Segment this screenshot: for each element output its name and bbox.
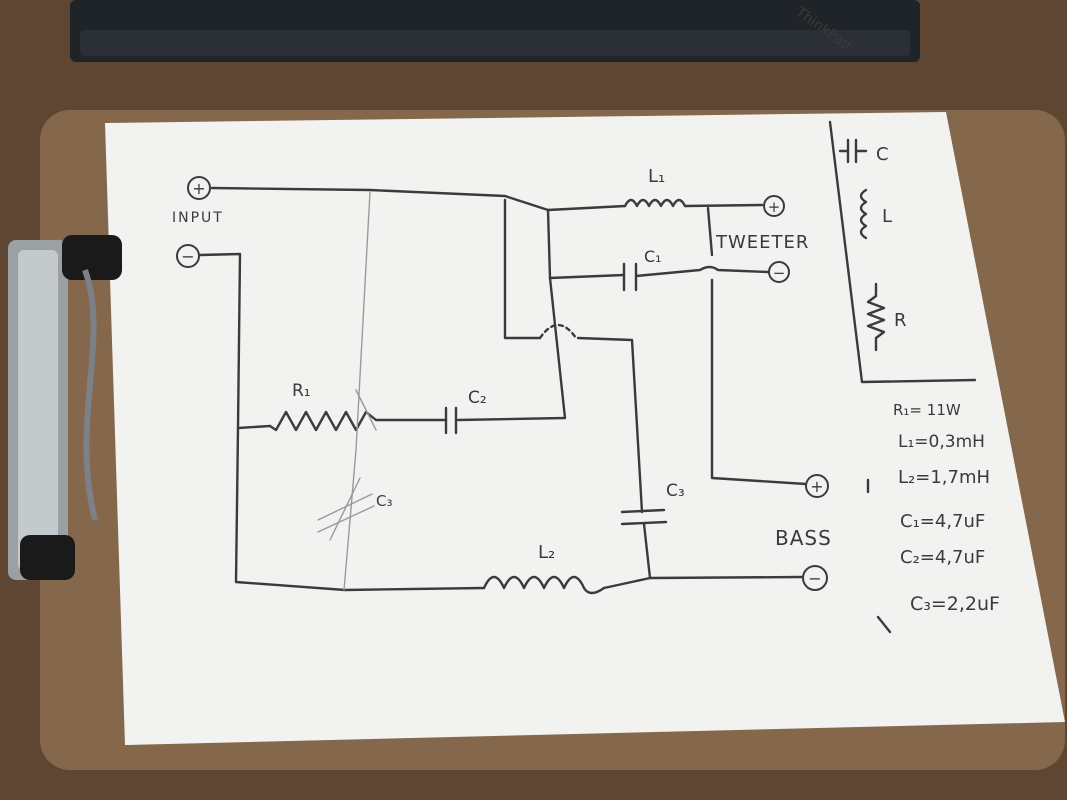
label-c3: C₃: [666, 481, 685, 501]
tweeter-plus-sign: +: [768, 198, 781, 216]
tweeter-plus-terminal: [763, 195, 785, 217]
inductor-l2: [482, 575, 606, 595]
laptop: ThinkPad: [70, 0, 920, 62]
bass-minus-sign: −: [808, 569, 821, 588]
input-plus-terminal: [187, 176, 211, 200]
bass-plus-sign: +: [810, 477, 823, 496]
tweeter-minus-terminal: [768, 261, 790, 283]
value-c3: C₃=2,2uF: [910, 593, 1000, 615]
input-minus-terminal: [176, 244, 200, 268]
value-c2: C₂=4,7uF: [900, 547, 985, 568]
tweeter-minus-sign: −: [773, 264, 786, 282]
legend-inductor-letter: L: [882, 206, 892, 227]
value-c1: C₁=4,7uF: [900, 511, 985, 532]
value-l1: L₁=0,3mH: [898, 432, 985, 452]
value-l2: L₂=1,7mH: [898, 467, 990, 488]
clipboard-clip: [8, 235, 122, 580]
label-r1: R₁: [292, 381, 311, 401]
label-c2: C₂: [468, 388, 487, 408]
label-l1: L₁: [648, 166, 665, 187]
component-values: R₁= 11W L₁=0,3mH L₂=1,7mH C₁=4,7uF C₂=4,…: [866, 401, 1000, 634]
paper-sheet: [105, 112, 1065, 745]
label-c3-crossed: C₃: [376, 492, 393, 510]
label-l2: L₂: [538, 542, 555, 563]
symbol-legend: C L R: [828, 120, 977, 384]
tweeter-label: TWEETER: [715, 232, 809, 253]
bass-plus-terminal: [805, 474, 829, 498]
value-r1: R₁= 11W: [893, 401, 961, 419]
legend-resistor-letter: R: [894, 310, 907, 331]
circuit-diagram: + − INPUT + − TWEETER + − BASS L₁ C₁ C₂ …: [172, 166, 832, 595]
legend-capacitor-symbol: [838, 138, 868, 164]
legend-resistor-symbol: [866, 282, 886, 352]
input-minus-sign: −: [181, 247, 194, 266]
legend-capacitor-letter: C: [876, 144, 889, 165]
label-c1: C₁: [644, 247, 662, 266]
input-plus-sign: +: [192, 179, 205, 198]
bass-minus-terminal: [802, 565, 828, 591]
inductor-l1: [623, 198, 687, 208]
input-label: INPUT: [172, 210, 224, 226]
bass-label: BASS: [775, 526, 832, 550]
legend-inductor-symbol: [859, 188, 868, 240]
